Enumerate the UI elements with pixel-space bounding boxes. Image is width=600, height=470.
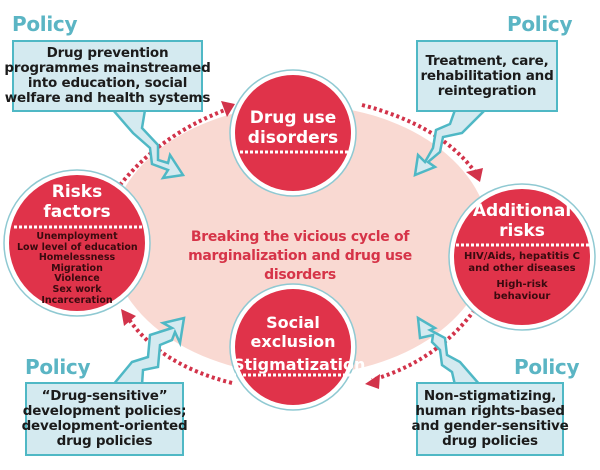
policy-arrow-bottom-left	[110, 316, 186, 387]
risk-item: High-risk	[496, 279, 548, 290]
title-line: Social	[266, 313, 320, 332]
policy-box-bottom-left: “Drug-sensitive” development policies; d…	[22, 382, 188, 456]
title-line: Additional	[472, 201, 572, 221]
policy-box-top-left: Drug prevention programmes mainstreamed …	[4, 40, 211, 112]
title-line: risks	[499, 221, 545, 241]
title-line: Risks	[51, 182, 103, 202]
policy-heading-bottom-right: Policy	[514, 355, 580, 379]
risk-item: and other diseases	[468, 263, 576, 274]
policy-line: welfare and health systems	[4, 90, 211, 106]
center-caption-line: marginalization and drug use disorders	[188, 248, 412, 283]
policy-line: development-oriented	[21, 418, 188, 434]
policy-box-top-right: Treatment, care, rehabilitation and rein…	[416, 40, 558, 112]
policy-heading-top-right: Policy	[507, 12, 573, 36]
policy-arrow-bottom-right	[416, 315, 483, 387]
policy-line: Non-stigmatizing,	[423, 388, 557, 404]
circle-risk-factors	[9, 175, 145, 311]
policy-line: human rights-based	[415, 403, 565, 419]
policy-line: into education, social	[27, 75, 188, 91]
policy-line: drug policies	[442, 433, 538, 449]
policy-line: reintegration	[437, 82, 537, 99]
risk-factors-list: Unemployment Low level of education Home…	[17, 231, 138, 306]
policy-line: and gender-sensitive	[411, 418, 569, 434]
policy-line: drug policies	[56, 433, 153, 449]
policy-line: “Drug-sensitive”	[41, 388, 168, 404]
policy-box-bottom-right: Non-stigmatizing, human rights-based and…	[411, 382, 569, 456]
risk-item: Low level of education	[17, 241, 138, 253]
circle-additional-risks	[454, 189, 590, 325]
risk-item: Homelessness	[38, 252, 116, 264]
title-line: factors	[43, 202, 111, 222]
policy-arrow-top-right	[413, 108, 489, 177]
risk-item: Incarceration	[41, 294, 113, 306]
policy-heading-top-left: Policy	[12, 12, 78, 36]
social-exclusion-title: Social exclusion Stigmatization	[233, 313, 366, 374]
risk-item: HIV/Aids, hepatitis C	[463, 251, 581, 262]
cycle-arrow-risks-to-drug-use	[118, 108, 226, 187]
cycle-arrow-additional-to-social	[371, 303, 480, 382]
arrowhead-icon	[221, 101, 235, 117]
risk-factors-title: Risks factors	[27, 182, 127, 222]
policy-line: programmes mainstreamed	[4, 60, 211, 76]
risk-item: Violence	[54, 273, 100, 285]
title-line: exclusion	[250, 332, 336, 351]
additional-risks-list: HIV/Aids, hepatitis C and other diseases…	[462, 251, 582, 303]
center-caption-line: Breaking the vicious cycle of	[190, 229, 410, 245]
policy-line: Treatment, care,	[425, 52, 549, 69]
policy-line: rehabilitation and	[420, 67, 554, 84]
policy-heading-bottom-left: Policy	[25, 355, 91, 379]
arrowhead-icon	[365, 374, 380, 389]
policy-line: development policies;	[22, 403, 187, 419]
additional-risks-title: Additional risks	[462, 201, 582, 241]
risk-item: Sex work	[52, 283, 102, 295]
title-line: Stigmatization	[233, 355, 366, 374]
cycle-arrow-social-to-risks	[126, 316, 233, 385]
arrowhead-icon	[466, 168, 483, 182]
title-line: disorders	[247, 128, 339, 148]
cycle-background-ellipse	[110, 105, 490, 375]
risk-item: Unemployment	[36, 231, 118, 242]
title-line: Drug use	[249, 108, 337, 128]
policy-arrow-top-left	[110, 108, 186, 180]
risk-item: Migration	[51, 262, 103, 274]
arrowhead-icon	[121, 309, 136, 326]
policy-line: Drug prevention	[46, 45, 169, 61]
cycle-arrow-drug-use-to-additional	[361, 103, 477, 174]
risk-item: behaviour	[493, 291, 551, 302]
circle-drug-use-disorders	[235, 75, 351, 191]
center-caption: Breaking the vicious cycle of marginaliz…	[170, 228, 430, 285]
drug-use-title: Drug use disorders	[233, 108, 353, 148]
